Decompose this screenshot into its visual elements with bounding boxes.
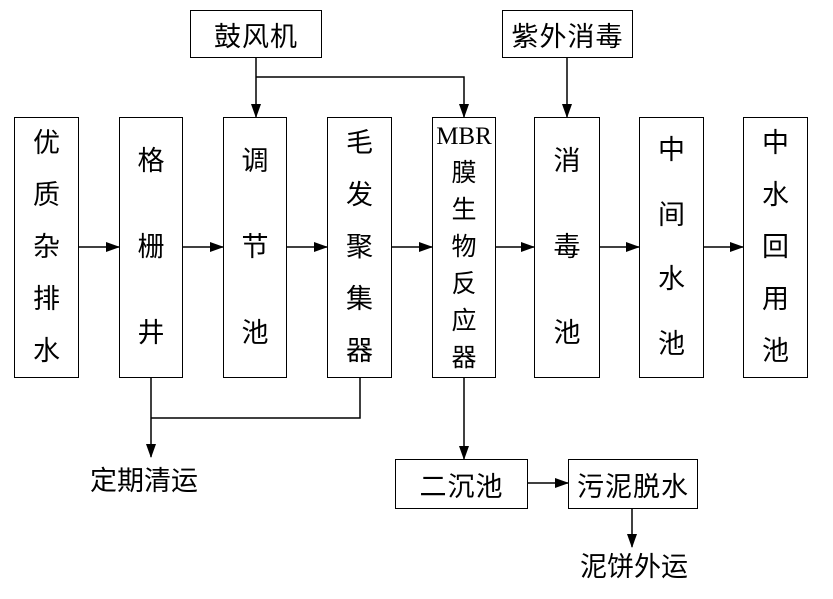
box-label-line: 格 — [137, 145, 165, 176]
box-label-line: 集 — [346, 283, 373, 314]
box-disinfection-tank: 消毒池 — [534, 117, 600, 378]
box-regulating-tank: 调节池 — [223, 117, 287, 378]
box-label-line: 反 — [451, 271, 477, 298]
box-label-line: 毛 — [346, 128, 373, 159]
box-label-line: 器 — [346, 335, 373, 366]
box-label-line: 物 — [451, 234, 477, 261]
box-uv-disinfection: 紫外消毒 — [502, 10, 633, 58]
box-label-line: 聚 — [346, 231, 373, 262]
box-label-line: 中 — [762, 128, 789, 159]
box-label-line: MBR — [436, 123, 492, 150]
box-label-line: 毒 — [553, 231, 581, 262]
box-screen-well: 格栅井 — [119, 117, 183, 378]
box-label-line: 池 — [241, 318, 269, 349]
box-label-line: 回 — [762, 231, 789, 262]
box-reuse-tank: 中水回用池 — [743, 117, 808, 378]
box-label-line: 用 — [762, 283, 789, 314]
box-intermediate-tank: 中间水池 — [639, 117, 704, 378]
label-periodic-removal: 定期清运 — [90, 466, 198, 496]
box-label-line: 水 — [33, 335, 60, 366]
box-label-line: 应 — [451, 308, 477, 335]
box-label-line: 水 — [658, 264, 685, 295]
box-label-line: 优 — [33, 128, 60, 159]
arrow-blower-to-mbr — [256, 76, 469, 118]
box-label-line: 发 — [346, 180, 373, 211]
box-label-line: 池 — [762, 335, 789, 366]
box-label-line: 调 — [241, 145, 269, 176]
line-hair-collector-drain — [151, 378, 361, 419]
box-label-line: 池 — [553, 318, 581, 349]
box-label-line: 池 — [658, 329, 685, 360]
box-label-line: 排 — [33, 283, 60, 314]
box-label-line: 间 — [658, 199, 685, 230]
box-hair-collector: 毛发聚集器 — [327, 117, 392, 378]
box-secondary-sedimentation: 二沉池 — [395, 459, 528, 509]
box-label-line: 井 — [137, 318, 165, 349]
box-label-line: 消 — [553, 145, 581, 176]
box-blower: 鼓风机 — [190, 10, 322, 58]
box-sludge-dewatering: 污泥脱水 — [568, 459, 698, 509]
box-label-line: 中 — [658, 134, 685, 165]
box-label-line: 质 — [33, 180, 60, 211]
box-label-line: 节 — [241, 231, 269, 262]
box-raw-greywater: 优质杂排水 — [14, 117, 79, 378]
box-label-line: 栅 — [137, 231, 165, 262]
box-label-line: 水 — [762, 180, 789, 211]
box-label-line: 器 — [451, 345, 477, 372]
box-mbr-reactor: MBR 膜生物反应器 — [432, 117, 496, 378]
box-label-line: 杂 — [33, 231, 60, 262]
box-label-line: 生 — [451, 197, 477, 224]
label-mudcake-transport: 泥饼外运 — [580, 552, 688, 582]
box-label-line: 膜 — [451, 160, 477, 187]
